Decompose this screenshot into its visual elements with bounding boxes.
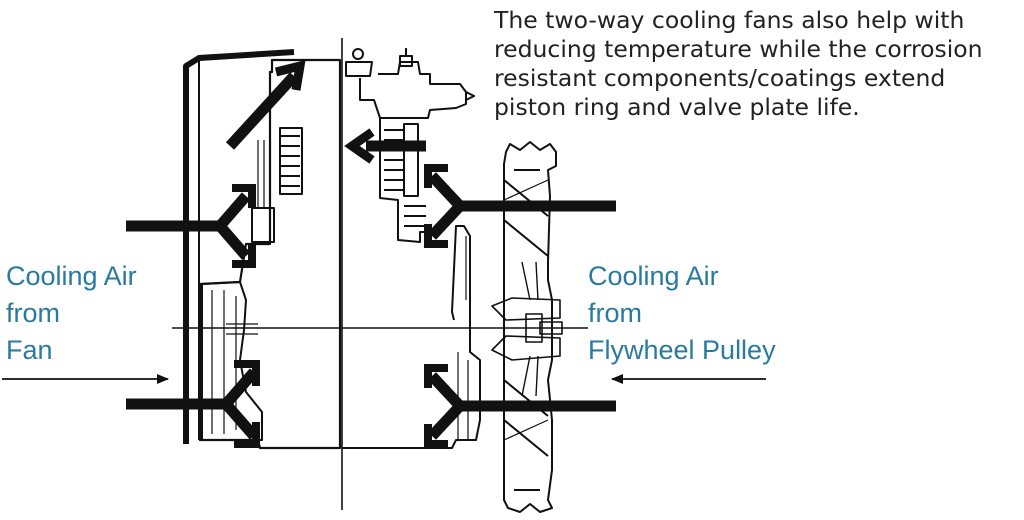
- label-left-line1: Cooling Air: [6, 261, 137, 291]
- airflow-arrow-diagonal: [225, 72, 299, 150]
- label-right-line1: Cooling Air: [588, 261, 719, 291]
- label-cooling-air-from-fan: Cooling Air from Fan: [6, 258, 137, 369]
- fan-housing: [198, 58, 342, 450]
- label-right-line3: Flywheel Pulley: [588, 335, 776, 365]
- caption-text: The two-way cooling fans also help with …: [494, 6, 983, 121]
- flywheel-pulley: [491, 141, 563, 513]
- cylinder-fins-left: [251, 127, 303, 243]
- label-cooling-air-from-flywheel: Cooling Air from Flywheel Pulley: [588, 258, 776, 369]
- airflow-arrows: [126, 59, 616, 448]
- valve-head: [345, 48, 475, 119]
- crankcase-right: [342, 225, 481, 449]
- label-left-line3: Fan: [6, 335, 53, 365]
- label-right-line2: from: [588, 298, 642, 328]
- fan-blades: [201, 281, 263, 441]
- fan-shroud: [183, 49, 295, 444]
- label-left-line2: from: [6, 298, 60, 328]
